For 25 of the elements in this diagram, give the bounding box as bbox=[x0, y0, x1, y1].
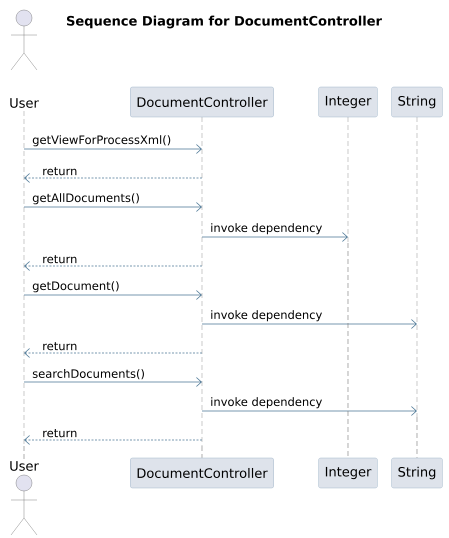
actor: User bbox=[10, 461, 39, 536]
node-label: User bbox=[10, 98, 39, 108]
node-label: User bbox=[10, 461, 39, 471]
message-arrow bbox=[24, 377, 202, 387]
message-arrow bbox=[202, 319, 417, 329]
participant: DocumentController bbox=[130, 458, 274, 488]
message-arrow bbox=[24, 202, 202, 212]
participant: String bbox=[391, 458, 443, 488]
message-arrow bbox=[24, 290, 202, 300]
message-arrow bbox=[24, 348, 202, 358]
message-arrow bbox=[24, 144, 202, 154]
message-label: return bbox=[43, 342, 76, 350]
message-arrow bbox=[202, 232, 348, 242]
message-arrow bbox=[24, 261, 202, 271]
message-arrow bbox=[24, 435, 202, 445]
message-label: getDocument() bbox=[32, 281, 119, 292]
diagram-title: Sequence Diagram for DocumentController bbox=[66, 16, 382, 28]
participant: Integer bbox=[318, 458, 378, 488]
message-label: return bbox=[43, 167, 76, 176]
lifeline bbox=[416, 416, 418, 458]
message-arrow bbox=[202, 406, 417, 416]
message-label: return bbox=[43, 255, 76, 264]
participant: String bbox=[391, 86, 443, 418]
message-label: return bbox=[43, 429, 76, 438]
message-arrow bbox=[24, 173, 202, 183]
